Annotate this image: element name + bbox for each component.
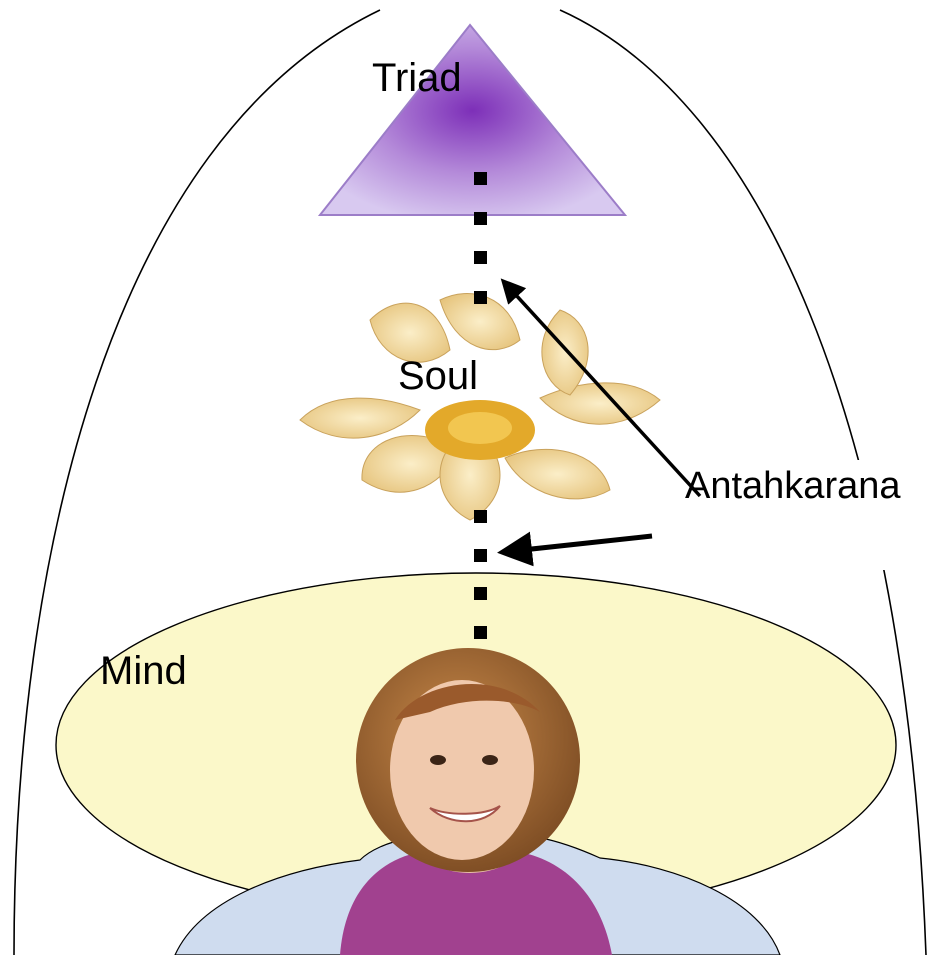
mind-label: Mind [100,651,187,691]
triad-triangle-icon [320,25,625,215]
triad-label: Triad [372,58,462,98]
antahkarana-label: Antahkarana [685,467,901,505]
arrow-to-lower-line [504,536,652,552]
soul-label: Soul [398,356,478,396]
